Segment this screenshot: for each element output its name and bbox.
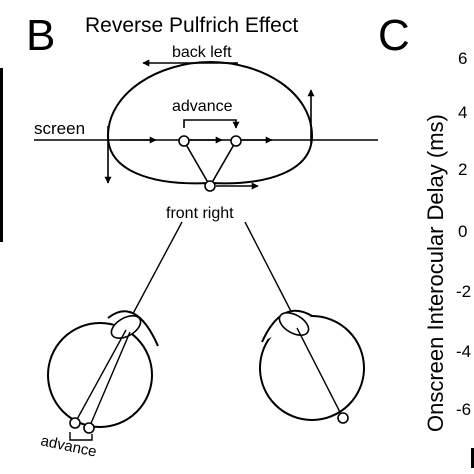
panel-c-axis-stub [471, 448, 474, 468]
left-retina-point-2 [83, 422, 95, 434]
right-lens [278, 312, 310, 336]
left-retina-point-1 [69, 417, 81, 429]
left-eye-axis-2 [88, 331, 131, 429]
tick-label: -4 [456, 342, 471, 361]
advance-bracket-eye [69, 432, 93, 441]
previous-panel-edge [0, 68, 3, 242]
advance-top-label: advance [172, 98, 233, 115]
sight-line-left [127, 221, 183, 324]
tick-label: -6 [456, 400, 471, 419]
left-eyeball [47, 322, 153, 428]
advance-eye-label: advance [39, 432, 98, 460]
tick-label: 4 [458, 103, 467, 122]
front-right-point [204, 180, 216, 192]
right-eye [259, 309, 365, 424]
left-eye [47, 310, 159, 441]
screen-point-left [178, 135, 190, 147]
left-lens [110, 315, 142, 339]
screen-point-right [230, 135, 242, 147]
left-eye-axis-1 [74, 329, 127, 424]
tick-label: 6 [458, 49, 467, 68]
tick-label: 2 [458, 160, 467, 179]
sight-line-right [244, 221, 298, 324]
panel-c-ticks: 6 4 2 0 -2 -4 -6 [456, 49, 471, 419]
triangle-right [209, 140, 237, 187]
panel-b-letter: B [26, 11, 55, 60]
back-left-label: back left [172, 44, 232, 61]
panel-b-title: Reverse Pulfrich Effect [85, 14, 298, 37]
tick-label: -2 [456, 282, 471, 301]
panel-c-letter: C [378, 11, 410, 60]
front-right-label: front right [166, 205, 234, 222]
orbit-ellipse [106, 60, 314, 185]
tick-label: 0 [458, 222, 467, 241]
triangle-left [183, 140, 211, 187]
screen-label: screen [34, 119, 85, 138]
advance-bracket-top [183, 119, 240, 129]
panel-c-y-axis-label: Onscreen Interocular Delay (ms) [423, 114, 448, 432]
right-eye-axis [296, 327, 344, 419]
right-retina-point [337, 412, 349, 424]
